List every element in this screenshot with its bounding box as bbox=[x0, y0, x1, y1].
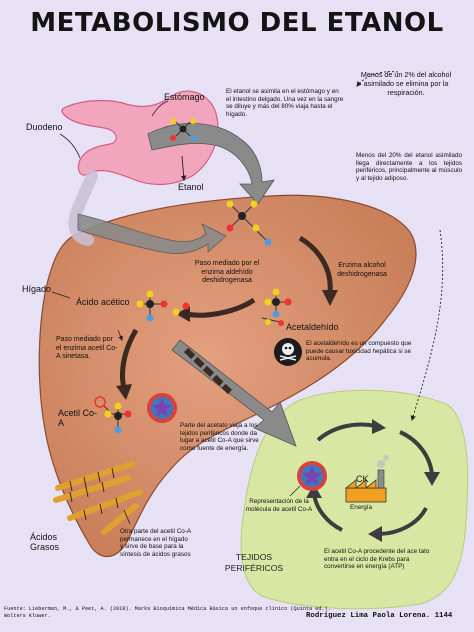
label-tejidos-perifericos: TEJIDOS PERIFÉRICOS bbox=[222, 552, 286, 574]
skull-icon bbox=[274, 338, 302, 366]
label-acidos-grasos: Ácidos Grasos bbox=[30, 532, 72, 552]
note-less-2pct: Menos de un 2% del alcohol asimilado se … bbox=[360, 70, 452, 97]
label-ck: CK bbox=[356, 474, 369, 484]
acetyl-coa-star-tissue bbox=[297, 461, 327, 491]
label-acetil-coa: Acetil Co-A bbox=[58, 408, 100, 428]
footer-source: Fuente: Lieberman, M., & Peet, A. (2018)… bbox=[4, 606, 344, 620]
acetyl-coa-star-liver bbox=[147, 393, 177, 423]
note-aldehyde-dehydrogenase: Paso mediado por el enzima aldehído desh… bbox=[188, 260, 266, 286]
footer-author: Rodríguez Lima Paola Lorena. 1144 bbox=[306, 612, 474, 620]
note-acetyl-liver: Otra parte del acetil Co-A permanece en … bbox=[120, 528, 192, 558]
note-less-20pct: Menos del 20% del etanol asimilado llega… bbox=[356, 152, 462, 182]
note-alcohol-dehydrogenase: Enzima alcohol deshidrogenasa bbox=[326, 262, 398, 279]
note-acetyl-coa-synthetase: Paso mediado por el enzima acetil Co-A s… bbox=[56, 336, 118, 362]
note-absorption: El etanol se asimila en el estómago y en… bbox=[226, 88, 344, 118]
note-krebs: El acetil Co-A procedente del ace tato e… bbox=[324, 548, 434, 571]
label-acetaldehido: Acetaldehído bbox=[286, 322, 339, 332]
label-energia: Energía bbox=[350, 504, 372, 512]
label-duodeno: Duodeno bbox=[26, 122, 63, 132]
note-toxicity: El acetaldehído es un compuesto que pued… bbox=[306, 340, 418, 363]
label-estomago: Estómago bbox=[164, 92, 205, 102]
dashed-arrow-to-tissue bbox=[412, 230, 443, 420]
label-acido-acetico: Ácido acético bbox=[76, 297, 146, 307]
label-etanol: Etanol bbox=[178, 182, 204, 192]
label-higado: Hígado bbox=[22, 284, 51, 294]
note-acetate-travel: Parte del acetato viaja a los tejidos pe… bbox=[180, 422, 268, 452]
pointer-duodeno bbox=[60, 134, 80, 158]
note-acetyl-representation: Representación de la molécula de acetil … bbox=[238, 498, 320, 513]
